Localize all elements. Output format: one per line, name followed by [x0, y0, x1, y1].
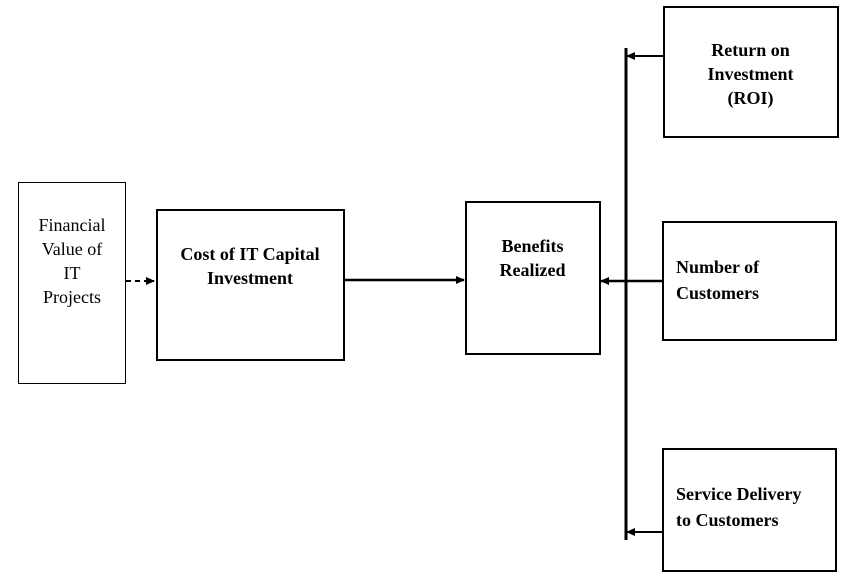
label-line: Number of: [676, 257, 760, 277]
node-financial-value-label: Financial Value of IT Projects: [19, 213, 125, 309]
node-number-of-customers-label: Number of Customers: [676, 254, 759, 306]
label-line: Projects: [43, 287, 101, 307]
node-roi-label: Return on Investment (ROI): [665, 38, 836, 110]
label-line: Benefits: [501, 236, 564, 256]
node-benefits-realized-label: Benefits Realized: [467, 234, 598, 282]
node-benefits-realized: Benefits Realized: [465, 201, 601, 355]
label-line: IT: [63, 263, 81, 283]
label-line: Cost of IT Capital: [180, 244, 320, 264]
node-service-delivery: Service Delivery to Customers: [662, 448, 837, 572]
node-roi: Return on Investment (ROI): [663, 6, 839, 138]
label-line: to Customers: [676, 510, 779, 530]
node-number-of-customers: Number of Customers: [662, 221, 837, 341]
label-line: Value of: [41, 239, 103, 259]
label-line: Customers: [676, 283, 759, 303]
node-financial-value: Financial Value of IT Projects: [18, 182, 126, 384]
node-cost-of-it-capital-label: Cost of IT Capital Investment: [158, 242, 342, 290]
label-line: (ROI): [727, 88, 774, 108]
label-line: Return on: [711, 40, 790, 60]
label-line: Investment: [707, 64, 794, 84]
label-line: Realized: [499, 260, 566, 280]
label-line: Service Delivery: [676, 484, 802, 504]
node-service-delivery-label: Service Delivery to Customers: [676, 481, 801, 533]
label-line: Investment: [207, 268, 293, 288]
label-line: Financial: [38, 215, 106, 235]
node-cost-of-it-capital: Cost of IT Capital Investment: [156, 209, 345, 361]
